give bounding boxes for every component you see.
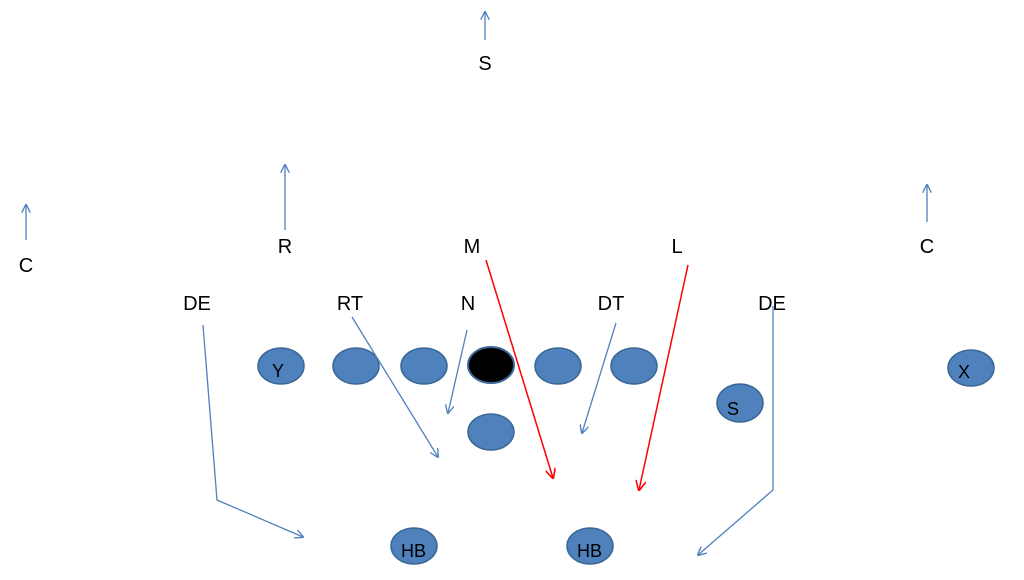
defensive-end-right-route-arrow — [698, 306, 774, 555]
center-ball — [467, 346, 515, 384]
player-y-ellipse — [257, 347, 305, 385]
halfback-left: HB — [390, 527, 438, 565]
player-s: S — [716, 383, 764, 423]
corner-left-label: C — [19, 255, 33, 277]
lineman-4 — [534, 347, 582, 385]
player-x-ellipse — [947, 349, 995, 387]
defensive-tackle-route-arrow — [582, 322, 617, 433]
halfback-right: HB — [566, 527, 614, 565]
player-x: X — [947, 349, 995, 387]
defensive-end-left-route-arrow — [202, 324, 303, 537]
lineman-5 — [610, 347, 658, 385]
safety-label: S — [478, 53, 491, 75]
defensive-end-left-label: DE — [183, 293, 211, 315]
lineman-2 — [400, 347, 448, 385]
player-s-label: S — [727, 399, 739, 419]
lineman-1 — [332, 347, 380, 385]
left-backer-label: L — [671, 236, 682, 258]
defensive-tackle-label: DT — [598, 293, 625, 315]
player-y-label: Y — [272, 361, 284, 381]
right-tackle-route-arrow — [351, 316, 438, 457]
halfback-left-ellipse — [390, 527, 438, 565]
defensive-end-right-label: DE — [758, 293, 786, 315]
corner-right-label: C — [920, 236, 934, 258]
player-s-ellipse — [716, 383, 764, 423]
player-x-label: X — [958, 362, 970, 382]
middle-backer-blitz-arrow — [485, 259, 553, 478]
nose-label: N — [461, 293, 475, 315]
nose-route-arrow — [448, 329, 468, 413]
halfback-left-label: HB — [401, 541, 426, 561]
middle-backer-label: M — [464, 236, 481, 258]
quarterback — [467, 413, 515, 451]
player-y: Y — [257, 347, 305, 385]
right-backer-label: R — [278, 236, 292, 258]
halfback-right-label: HB — [577, 541, 602, 561]
halfback-right-ellipse — [566, 527, 614, 565]
right-tackle-label: RT — [337, 293, 363, 315]
left-backer-blitz-arrow — [639, 264, 689, 490]
